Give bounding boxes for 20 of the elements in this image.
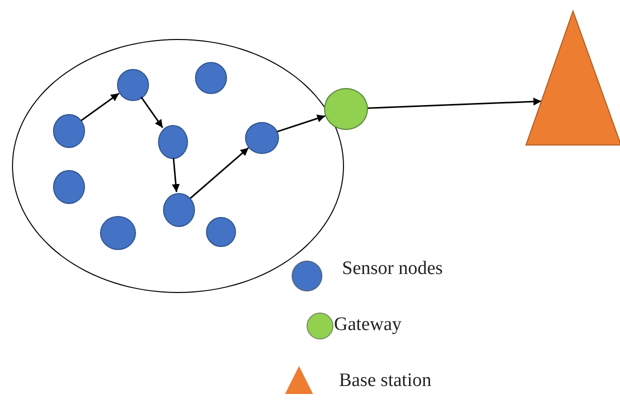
- arrow: [368, 98, 542, 109]
- arrow: [276, 114, 326, 132]
- sensor-node-circle: [53, 114, 85, 148]
- sensor-node-circle: [245, 122, 279, 154]
- base-station-triangle: [526, 11, 620, 145]
- legend-label: Gateway: [334, 314, 402, 336]
- sensor-node-circle: [117, 69, 149, 101]
- gateway-circle: [324, 88, 368, 130]
- sensor-node-circle: [195, 62, 227, 94]
- legend-label: Base station: [339, 370, 432, 392]
- sensor-node-circle: [100, 216, 136, 250]
- arrow: [172, 158, 180, 192]
- sensor-node-circle: [163, 193, 195, 227]
- arrow: [140, 96, 164, 128]
- sensor-node-circle: [206, 217, 236, 247]
- arrow: [80, 92, 120, 122]
- sensor-node-circle: [158, 125, 188, 159]
- arrow: [190, 147, 249, 199]
- sensor-node-circle: [53, 170, 85, 204]
- legend-label: Sensor nodes: [342, 258, 443, 280]
